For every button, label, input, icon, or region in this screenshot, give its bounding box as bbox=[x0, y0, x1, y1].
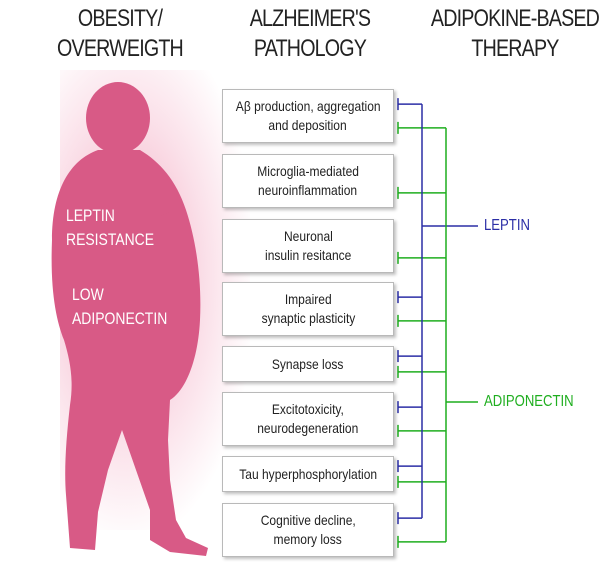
low-adiponectin-line1: LOW bbox=[72, 285, 104, 304]
pathology-box-line: neurodegeneration bbox=[257, 420, 359, 436]
pathology-box-line: Microglia-mediated bbox=[257, 163, 359, 179]
header-therapy-line1: ADIPOKINE-BASED bbox=[430, 5, 600, 32]
pathology-box-line: memory loss bbox=[273, 531, 343, 547]
header-therapy: ADIPOKINE-BASED THERAPY bbox=[421, 4, 600, 64]
pathology-box: Tau hyperphosphorylation bbox=[222, 456, 394, 492]
pathology-box: Impaired synaptic plasticity bbox=[222, 282, 394, 336]
header-obesity-line1: OBESITY/ bbox=[77, 5, 163, 32]
pathology-box: Excitotoxicity, neurodegeneration bbox=[222, 392, 394, 446]
low-adiponectin-line2: ADIPONECTIN bbox=[72, 309, 168, 328]
leptin-resistance-label: LEPTIN RESISTANCE bbox=[66, 204, 154, 252]
pathology-box-line: and deposition bbox=[268, 117, 348, 133]
pathology-box-line: Synapse loss bbox=[272, 355, 344, 372]
pathology-box-line: Aβ production, aggregation bbox=[235, 98, 381, 114]
pathology-box: Microglia-mediated neuroinflammation bbox=[222, 154, 394, 208]
header-obesity: OBESITY/ OVERWEIGTH bbox=[38, 4, 202, 64]
header-therapy-line2: THERAPY bbox=[471, 35, 559, 62]
header-alzheimers-line2: PATHOLOGY bbox=[253, 35, 367, 62]
pathology-box: Cognitive decline, memory loss bbox=[222, 503, 394, 557]
header-alzheimers-line1: ALZHEIMER'S bbox=[249, 5, 371, 32]
header-alzheimers: ALZHEIMER'S PATHOLOGY bbox=[228, 4, 392, 64]
pathology-box-line: Cognitive decline, bbox=[260, 512, 356, 528]
person-silhouette-icon bbox=[51, 82, 209, 556]
leptin-resistance-line2: RESISTANCE bbox=[66, 230, 155, 249]
pathology-box-line: Neuronal bbox=[283, 228, 333, 244]
pathology-box: Aβ production, aggregation and deposition bbox=[222, 89, 394, 143]
pathology-box: Synapse loss bbox=[222, 346, 394, 382]
pathology-box-line: insulin resitance bbox=[264, 247, 352, 263]
pathology-box-line: Impaired bbox=[284, 291, 332, 307]
adiponectin-therapy-label: ADIPONECTIN bbox=[484, 393, 574, 410]
pathology-box-line: Tau hyperphosphorylation bbox=[239, 465, 377, 482]
pathology-box-line: neuroinflammation bbox=[258, 182, 358, 198]
pathology-box-line: synaptic plasticity bbox=[261, 310, 355, 326]
pathology-box: Neuronal insulin resitance bbox=[222, 219, 394, 273]
header-obesity-line2: OVERWEIGTH bbox=[57, 35, 184, 62]
leptin-therapy-label: LEPTIN bbox=[484, 217, 530, 234]
pathology-box-line: Excitotoxicity, bbox=[271, 401, 345, 417]
low-adiponectin-label: LOW ADIPONECTIN bbox=[72, 283, 167, 331]
leptin-resistance-line1: LEPTIN bbox=[66, 206, 115, 225]
